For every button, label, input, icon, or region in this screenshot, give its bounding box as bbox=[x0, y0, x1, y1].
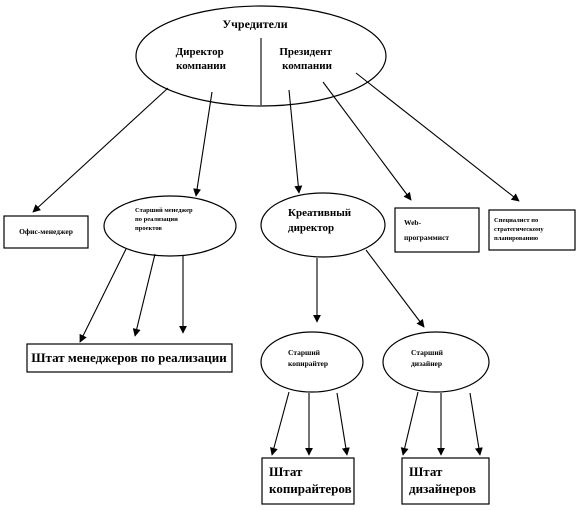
senior-sales-manager-ellipse bbox=[103, 195, 237, 257]
senior-copywriter-label: Старший копирайтер bbox=[288, 348, 328, 368]
arrow-to-web-programmer bbox=[322, 81, 412, 201]
arrow-copywriters-3 bbox=[336, 392, 350, 456]
arrow-to-office-manager bbox=[32, 87, 169, 213]
arrow-to-creative-director bbox=[288, 89, 303, 194]
arrow-designers-1 bbox=[400, 391, 419, 456]
arrow-copywriters-1 bbox=[270, 391, 290, 456]
arrow-to-strategic-specialist bbox=[355, 72, 520, 202]
office-manager-box bbox=[3, 215, 89, 249]
strategic-specialist-box bbox=[488, 209, 576, 251]
creative-director-label: Креативный директор bbox=[288, 207, 354, 234]
designers-staff-label: Штат дизайнеров bbox=[409, 464, 476, 496]
copywriters-staff-box bbox=[261, 457, 355, 505]
sales-managers-staff-box bbox=[26, 343, 233, 373]
web-programmer-label: Web- программист bbox=[404, 218, 449, 242]
sales-managers-staff-label: Штат менеджеров по реализации bbox=[31, 350, 227, 365]
arrow-sales-staff-2 bbox=[132, 253, 156, 337]
senior-designer-label: Старший дизайнер bbox=[411, 348, 445, 368]
arrow-sales-staff-1 bbox=[79, 248, 127, 343]
director-label: Директор компании bbox=[176, 46, 227, 72]
copywriters-staff-label: Штат копирайтеров bbox=[269, 464, 352, 496]
president-label: Президент компании bbox=[279, 46, 334, 72]
senior-designer-ellipse bbox=[382, 331, 490, 393]
founders-label: Учредители bbox=[222, 17, 287, 31]
strategic-specialist-label: Специалист по стратегическому планирован… bbox=[494, 217, 545, 242]
arrow-to-senior-designer bbox=[365, 249, 425, 328]
senior-copywriter-ellipse bbox=[260, 331, 364, 393]
office-manager-label: Офис-менеджер bbox=[19, 227, 73, 236]
arrow-designers-3 bbox=[469, 392, 483, 456]
creative-director-ellipse bbox=[260, 192, 386, 258]
senior-sales-manager-label: Старший менеджер по реализации проектов bbox=[135, 207, 194, 232]
designers-staff-box bbox=[401, 457, 490, 505]
web-programmer-box bbox=[394, 207, 480, 253]
arrow-to-senior-sales-manager bbox=[193, 91, 213, 197]
